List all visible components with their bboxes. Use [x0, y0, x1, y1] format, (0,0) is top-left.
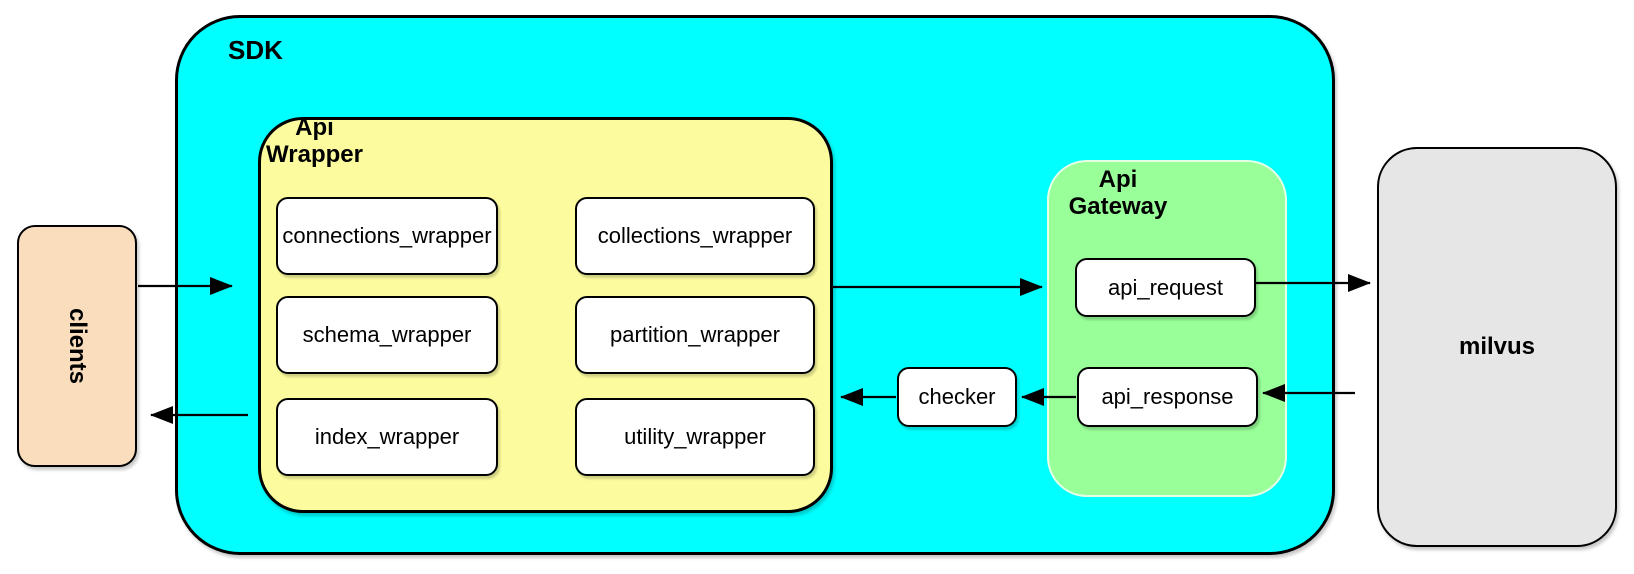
api-response-box: api_response: [1077, 367, 1258, 427]
clients-node: clients: [17, 225, 137, 467]
checker-label: checker: [918, 384, 996, 409]
clients-label: clients: [64, 307, 91, 385]
sdk-label: SDK: [228, 35, 283, 65]
wrapper-box-collections-label: collections_wrapper: [597, 223, 793, 248]
api-request-label: api_request: [1108, 274, 1223, 300]
wrapper-box-connections-label: connections_wrapper: [282, 223, 492, 248]
wrapper-box-partition-label: partition_wrapper: [610, 322, 780, 347]
wrapper-box-utility-label: utility_wrapper: [624, 424, 766, 449]
wrapper-box-schema-label: schema_wrapper: [302, 322, 472, 347]
api-wrapper-label: Api Wrapper: [252, 114, 377, 168]
api-wrapper-label-line2: Wrapper: [266, 141, 363, 168]
api-request-box: api_request: [1075, 258, 1256, 317]
api-gateway-label-line2: Gateway: [1068, 193, 1168, 220]
checker-box: checker: [897, 367, 1017, 427]
milvus-label: milvus: [1458, 333, 1536, 360]
wrapper-box-index: index_wrapper: [276, 398, 498, 476]
api-wrapper-label-line1: Api: [295, 114, 334, 141]
wrapper-box-partition: partition_wrapper: [575, 296, 815, 374]
api-gateway-label-line1: Api: [1098, 166, 1138, 193]
wrapper-box-connections: connections_wrapper: [276, 197, 498, 275]
api-response-label: api_response: [1101, 384, 1234, 409]
milvus-node: milvus: [1377, 147, 1617, 547]
wrapper-box-index-label: index_wrapper: [314, 424, 460, 449]
wrapper-box-schema: schema_wrapper: [276, 296, 498, 374]
api-gateway-label: Api Gateway: [1055, 166, 1181, 220]
wrapper-box-collections: collections_wrapper: [575, 197, 815, 275]
api-gateway-container: [1047, 160, 1287, 497]
wrapper-box-utility: utility_wrapper: [575, 398, 815, 476]
